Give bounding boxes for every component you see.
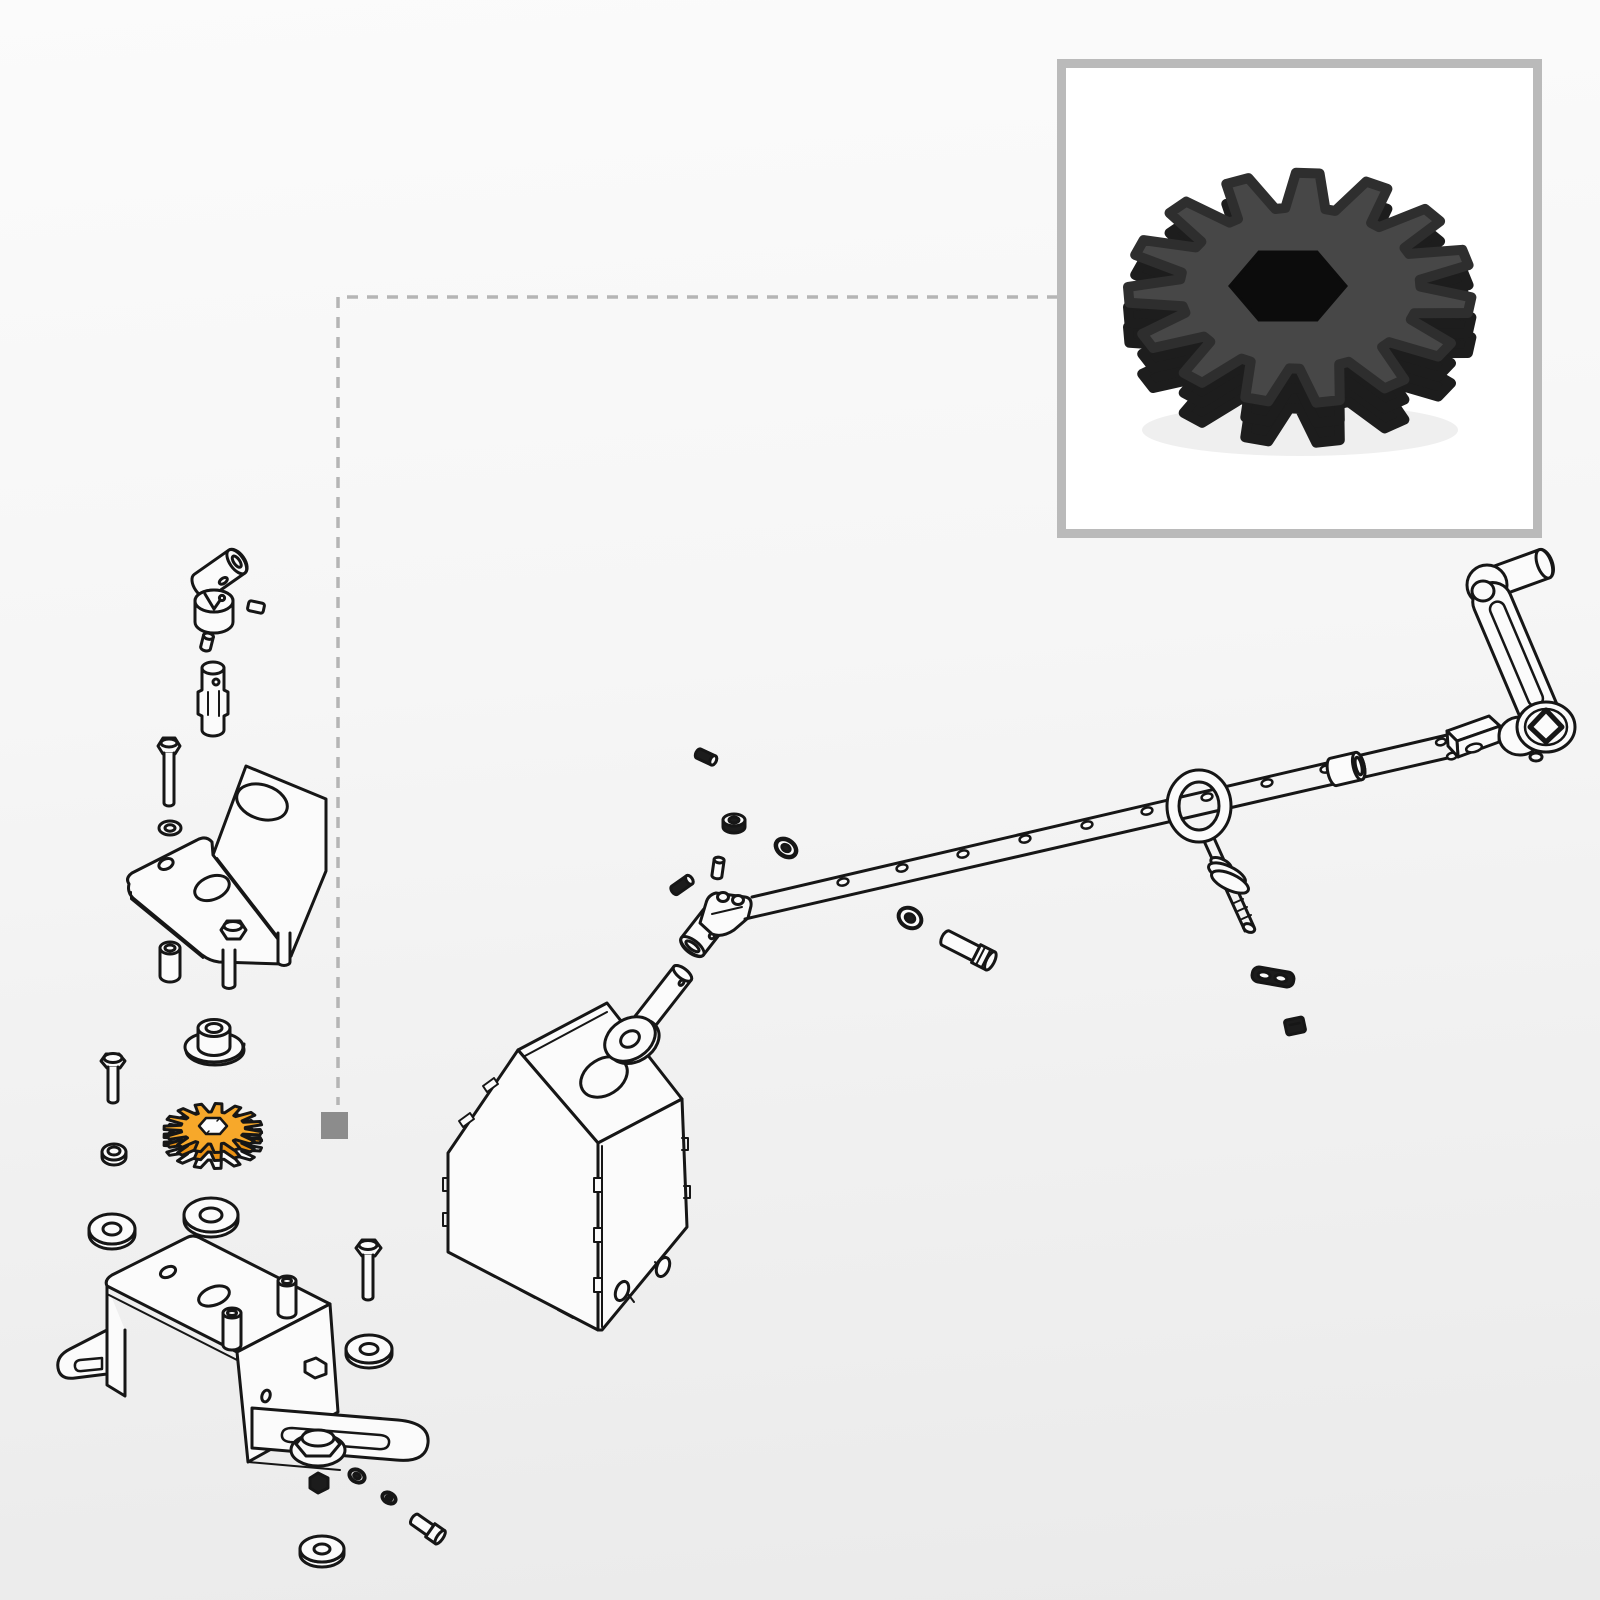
grommet-washer — [603, 1015, 661, 1066]
universal-joint — [679, 891, 753, 959]
standoff-pin — [276, 1274, 298, 1320]
right-face — [596, 1097, 689, 1332]
rod-square-tip — [1445, 714, 1502, 759]
shaft-adapter — [196, 660, 230, 738]
crank-pivot-boss — [1470, 579, 1496, 603]
pinion-gear-highlight[interactable] — [162, 1102, 264, 1170]
inset-callout[interactable] — [1057, 59, 1542, 538]
roll-pin-dark — [669, 873, 695, 897]
socket-square-hole — [1527, 707, 1565, 745]
left-face — [105, 1284, 127, 1398]
inset-gear — [1123, 167, 1477, 456]
bracket-leg — [221, 948, 237, 990]
small-washer — [773, 836, 799, 860]
connector-line — [336, 295, 1058, 1105]
hex-bolt-loose — [939, 929, 998, 972]
lower-drive-shaft — [632, 964, 694, 1033]
flanged-bushing — [183, 1018, 246, 1067]
crank-handle — [1465, 547, 1577, 763]
lower-mount-bracket — [56, 1234, 430, 1495]
eye-ring — [1165, 768, 1233, 844]
under-arm-nut — [308, 1471, 330, 1495]
hardware-bottom-right — [298, 1467, 447, 1569]
spacer-sleeve — [158, 940, 182, 984]
flat-washer-right — [344, 1333, 394, 1370]
rod-collar — [1325, 750, 1367, 788]
hex-bolt-long — [156, 736, 182, 808]
hex-bolt-vertical — [354, 1238, 383, 1302]
eye-bolt — [1165, 768, 1257, 934]
selection-marker[interactable] — [321, 1112, 348, 1139]
coupler-cup — [193, 588, 235, 635]
gear-hex-bore — [197, 1116, 229, 1136]
standoff-pin — [221, 1306, 243, 1352]
small-washer — [896, 905, 924, 931]
hex-nut — [721, 812, 747, 835]
roll-pin-top — [199, 631, 215, 653]
crank-rod — [743, 714, 1502, 921]
square-nut — [1283, 1015, 1307, 1037]
rod-holes — [836, 737, 1459, 887]
flange-nut — [100, 1142, 128, 1167]
upper-bracket — [126, 764, 328, 990]
flat-washer-small — [157, 819, 183, 837]
link-plate — [1250, 965, 1296, 989]
gearbox-housing — [442, 1001, 691, 1332]
bracket-leg — [276, 931, 292, 967]
gear-hex-bore — [1228, 250, 1348, 322]
flat-washer-large — [87, 1212, 137, 1251]
machine-key — [246, 599, 266, 615]
loose-hardware — [669, 747, 1307, 1037]
left-slot-arm — [56, 1328, 109, 1380]
lineart-root — [56, 547, 1577, 1569]
bracket-bolt-head — [219, 919, 248, 941]
flat-washer — [298, 1534, 346, 1569]
arm-bolt — [289, 1428, 347, 1468]
side-bolt — [303, 1356, 328, 1380]
hex-bolt-2 — [99, 1052, 127, 1105]
roll-pin — [710, 855, 726, 881]
small-bolt — [409, 1512, 447, 1546]
dashed-callout-line — [336, 295, 1058, 1105]
flat-washer-medium — [182, 1196, 240, 1239]
